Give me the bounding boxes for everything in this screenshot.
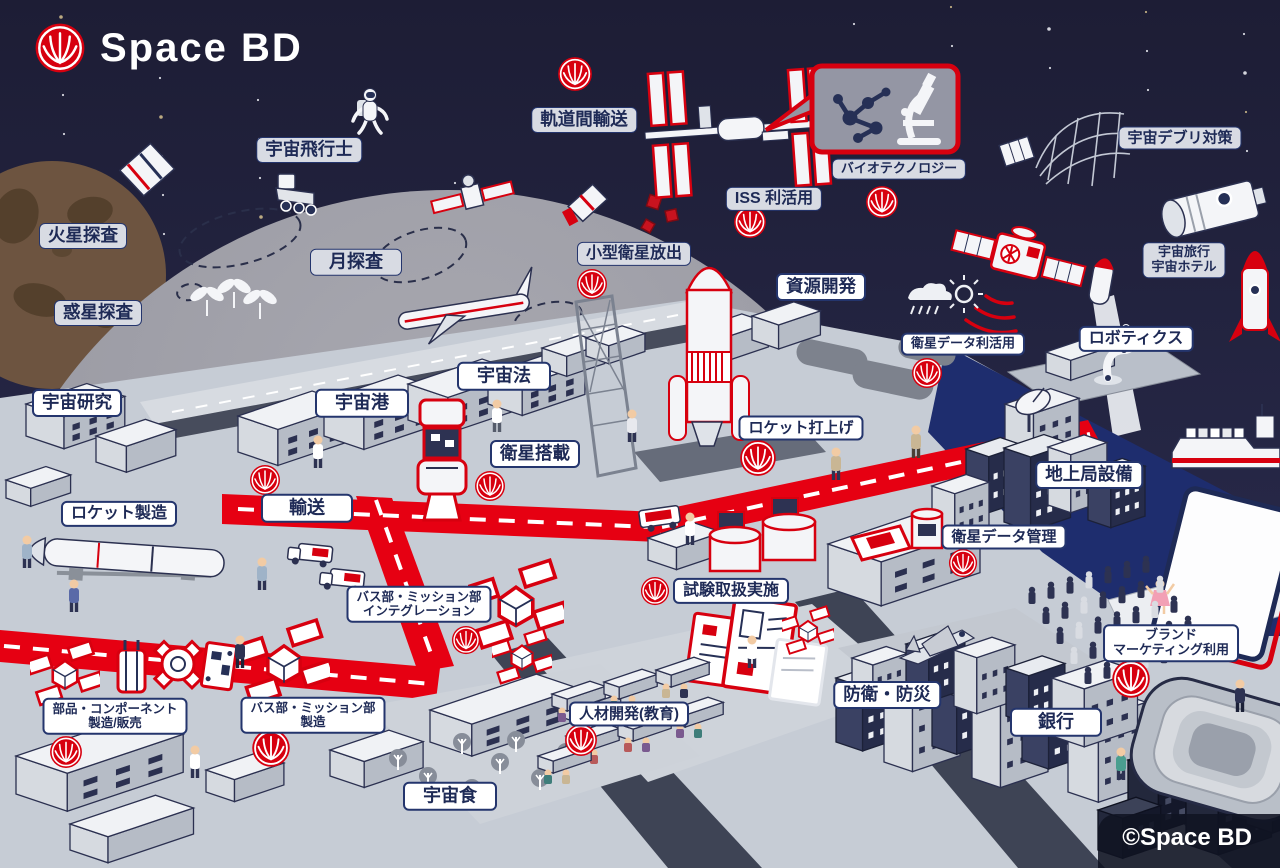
signal-waves-icon — [964, 294, 1018, 335]
spacebd-emblem-icon — [640, 576, 670, 606]
spacebd-emblem-icon — [739, 439, 777, 477]
spacebd-emblem-icon — [251, 728, 291, 768]
microscope-icon — [897, 72, 941, 145]
structures — [29, 324, 1280, 823]
spacebd-flame-emblem-icon — [34, 22, 86, 74]
circuit-board-icon — [199, 641, 239, 692]
capsule-icon — [118, 142, 176, 197]
airplane-icon — [397, 266, 533, 345]
spacebd-emblem-icon — [49, 735, 83, 769]
spacebd-emblem-icon — [733, 205, 767, 239]
people-layer — [22, 399, 1245, 780]
weather-satellite-icon — [908, 226, 1087, 335]
spacebd-emblem-icon — [1111, 659, 1151, 699]
moon-plants-icon — [190, 278, 277, 319]
spacebd-emblem-icon — [249, 464, 281, 496]
spacecraft-icon — [561, 183, 609, 227]
deployed-cubesats-icon — [640, 193, 680, 234]
spacebd-emblem-icon — [576, 268, 608, 300]
tables-layer — [535, 656, 726, 784]
debris-cubesat-icon — [998, 135, 1036, 168]
laptop-icon — [849, 507, 944, 562]
rocket-right-icon — [1229, 251, 1280, 342]
ship-icon — [1171, 404, 1280, 469]
molecule-icon — [833, 87, 891, 143]
component-icons — [116, 639, 239, 694]
spacebd-emblem-icon — [911, 357, 943, 389]
rain-cloud-icon — [908, 283, 952, 315]
ground-antenna-icon — [1015, 387, 1051, 432]
test-tanks-icon — [708, 497, 817, 573]
launch-pad — [574, 266, 750, 478]
satellite-small-icon — [429, 174, 515, 215]
spacebd-emblem-icon — [451, 625, 481, 655]
satellite-assembly-icon — [416, 398, 468, 522]
biotech-callout — [764, 63, 961, 155]
trucks-icon — [286, 504, 681, 593]
spacebd-logo: Space BD — [34, 22, 303, 74]
moon-rover-icon — [275, 173, 317, 216]
brand-name: Space BD — [100, 25, 303, 70]
spacebd-emblem-icon — [557, 56, 593, 92]
copyright-badge: ©Space BD — [1098, 814, 1280, 868]
spacebd-emblem-icon — [564, 723, 598, 757]
spacebd-emblem-icon — [865, 185, 899, 219]
main-rocket-icon — [668, 266, 750, 447]
capacitor-icon — [116, 640, 147, 694]
horizontal-rocket-icon — [29, 536, 225, 581]
space-hotel-icon — [1161, 180, 1267, 239]
debris-net-icon — [1035, 111, 1131, 187]
astronaut-icon — [351, 88, 389, 135]
spacebd-emblem-icon — [474, 470, 506, 502]
fighter-jet-icon — [898, 625, 976, 665]
reaction-wheel-icon — [152, 639, 204, 691]
spacebd-emblem-icon — [948, 548, 978, 578]
